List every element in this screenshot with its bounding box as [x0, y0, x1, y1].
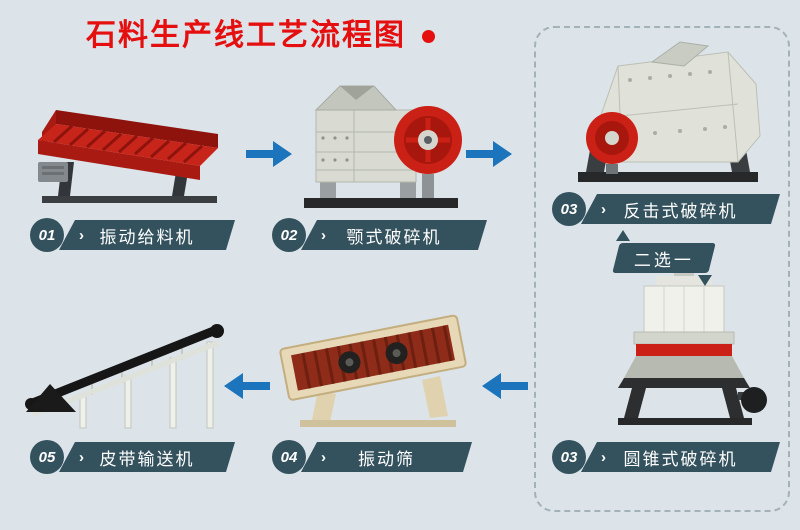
step-label: 反击式破碎机: [623, 201, 738, 221]
choice-label: 二选一: [634, 250, 694, 270]
step-number-badge: 03: [552, 440, 586, 474]
choice-selector: 二选一: [604, 230, 724, 286]
step-label: 振动给料机: [99, 227, 195, 247]
title-row: 石料生产线工艺流程图: [86, 18, 435, 54]
step-label: 颚式破碎机: [346, 227, 442, 247]
chevron-right-icon: ›: [321, 448, 326, 466]
choice-group-box: [534, 26, 790, 512]
step-04-vibrating-screen: 04 › 振动筛: [272, 440, 472, 474]
step-label: 圆锥式破碎机: [623, 449, 738, 469]
step-03-cone-crusher: 03 › 圆锥式破碎机: [552, 440, 780, 474]
title-dot-icon: [422, 29, 435, 43]
step-02-jaw-crusher: 02 › 颚式破碎机: [272, 218, 487, 252]
chevron-right-icon: ›: [601, 448, 606, 466]
arrow-left-icon: [224, 372, 270, 400]
step-label-ribbon: › 反击式破碎机: [581, 194, 780, 224]
step-label-ribbon: › 振动筛: [301, 442, 472, 472]
step-label: 振动筛: [358, 449, 415, 469]
step-05-belt-conveyor: 05 › 皮带输送机: [30, 440, 235, 474]
arrow-up-icon: [616, 230, 630, 241]
step-number-badge: 03: [552, 192, 586, 226]
step-01-vibrating-feeder: 01 › 振动给料机: [30, 218, 235, 252]
arrow-right-icon: [246, 140, 292, 168]
vibrating-feeder-illustration: [28, 84, 233, 209]
step-label-ribbon: › 颚式破碎机: [301, 220, 487, 250]
step-number-badge: 01: [30, 218, 64, 252]
chevron-right-icon: ›: [79, 448, 84, 466]
step-number-badge: 04: [272, 440, 306, 474]
step-label: 皮带输送机: [99, 449, 195, 469]
vibrating-screen-illustration: [272, 298, 477, 433]
impact-crusher-illustration: [560, 40, 775, 190]
step-label-ribbon: › 圆锥式破碎机: [581, 442, 780, 472]
choice-ribbon: 二选一: [612, 243, 716, 273]
belt-conveyor-illustration: [22, 300, 237, 435]
step-03-impact-crusher: 03 › 反击式破碎机: [552, 192, 780, 226]
arrow-right-icon: [466, 140, 512, 168]
cone-crusher-illustration: [598, 268, 773, 436]
step-number-badge: 05: [30, 440, 64, 474]
step-number-badge: 02: [272, 218, 306, 252]
chevron-right-icon: ›: [321, 226, 326, 244]
step-label-ribbon: › 皮带输送机: [59, 442, 235, 472]
chevron-right-icon: ›: [79, 226, 84, 244]
arrow-left-icon: [482, 372, 528, 400]
arrow-down-icon: [698, 275, 712, 286]
step-label-ribbon: › 振动给料机: [59, 220, 235, 250]
page-title: 石料生产线工艺流程图: [86, 19, 406, 52]
chevron-right-icon: ›: [601, 200, 606, 218]
jaw-crusher-illustration: [296, 76, 466, 216]
